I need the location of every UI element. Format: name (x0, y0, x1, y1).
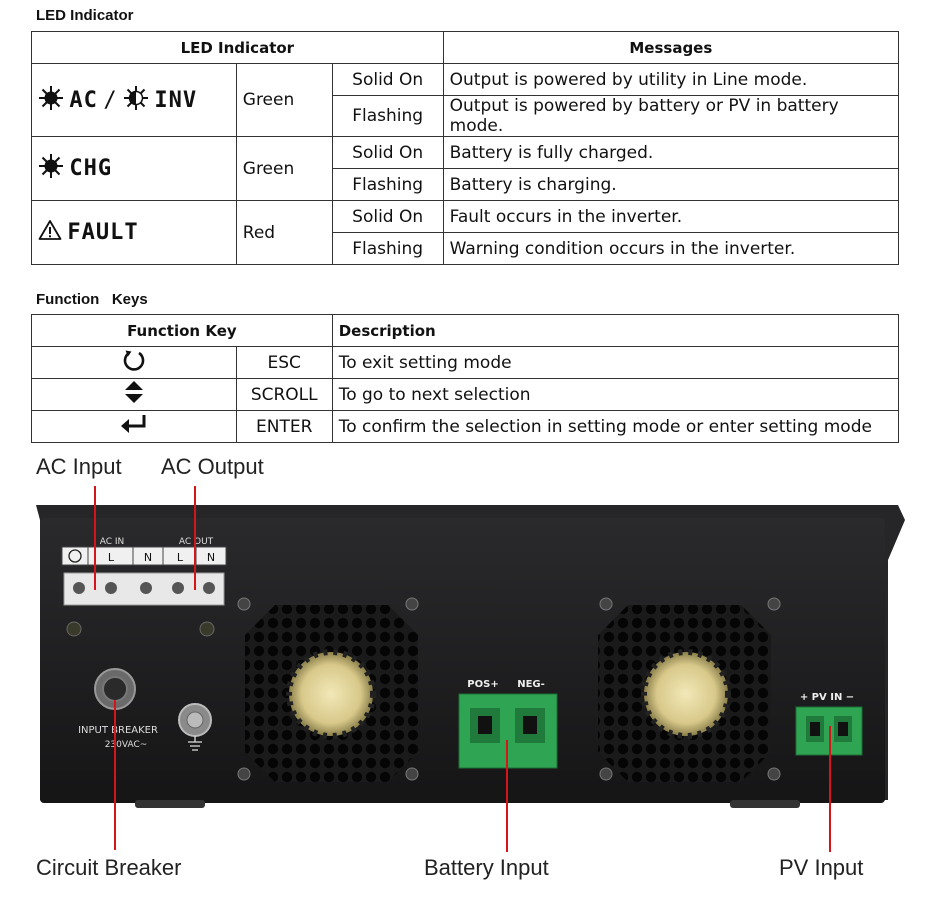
battery-terminal-block (458, 693, 558, 769)
warning-triangle-icon (38, 219, 62, 246)
callout-line (829, 726, 831, 852)
terminal-n-label: N (207, 551, 215, 564)
led-color: Green (235, 136, 333, 201)
screw (199, 621, 215, 637)
callout-line (114, 700, 116, 850)
screw (66, 621, 82, 637)
sun-icon (38, 153, 64, 184)
callout-line (506, 740, 508, 852)
led-message: Warning condition occurs in the inverter… (442, 232, 900, 265)
led-symbol-ac-inv: AC / INV (31, 63, 237, 137)
key-name: ENTER (235, 410, 333, 443)
led-message: Fault occurs in the inverter. (442, 200, 900, 233)
terminal-n-label: N (144, 551, 152, 564)
led-indicator-table: LED Indicator Messages AC / INV Green So… (31, 31, 900, 265)
cooling-fan (245, 605, 418, 782)
foot (135, 800, 205, 808)
sun-icon (38, 85, 64, 116)
key-desc: To confirm the selection in setting mode… (331, 410, 900, 443)
half-sun-icon (123, 85, 149, 116)
foot (730, 800, 800, 808)
led-state: Solid On (331, 200, 444, 233)
key-name: ESC (235, 346, 333, 379)
screw (237, 767, 251, 781)
pv-in-label: + PV IN − (800, 692, 854, 703)
breaker-label: INPUT BREAKER (78, 725, 158, 736)
cooling-fan (598, 605, 771, 782)
callout-pv-input: PV Input (779, 855, 864, 880)
function-keys-table: Function Key Description ESC To exit set… (31, 314, 900, 443)
led-col-messages: Messages (442, 31, 900, 64)
terminal-label-strip (61, 546, 227, 566)
scroll-icon (31, 378, 237, 411)
led-symbol-fault: FAULT (31, 200, 237, 265)
key-name: SCROLL (235, 378, 333, 411)
screw (767, 767, 781, 781)
key-desc: To go to next selection (331, 378, 900, 411)
led-section-title: LED Indicator (36, 7, 134, 24)
enter-icon (31, 410, 237, 443)
screw (599, 597, 613, 611)
breaker-rating-label: 230VAC~ (105, 740, 148, 750)
keys-section-title: Function Keys (36, 291, 148, 308)
ac-out-label: AC OUT (179, 537, 214, 547)
neg-label: NEG- (517, 679, 545, 690)
screw (599, 767, 613, 781)
terminal-l-label: L (108, 551, 115, 564)
led-color: Red (235, 200, 333, 265)
callout-ac-output: AC Output (161, 454, 264, 479)
led-state: Solid On (331, 136, 444, 169)
callout-circuit-breaker: Circuit Breaker (36, 855, 182, 880)
screw (405, 597, 419, 611)
led-col-indicator: LED Indicator (31, 31, 444, 64)
led-message: Output is powered by utility in Line mod… (442, 63, 900, 96)
screw (237, 597, 251, 611)
callout-ac-input: AC Input (36, 454, 122, 479)
ac-terminal-block (63, 572, 225, 606)
callout-battery-input: Battery Input (424, 855, 549, 880)
callout-line (194, 486, 196, 590)
keys-col-desc: Description (331, 314, 900, 347)
ground-icon (68, 549, 82, 563)
ground-bolt (178, 703, 212, 751)
callout-line (94, 486, 96, 590)
screw (767, 597, 781, 611)
ac-in-label: AC IN (100, 537, 125, 547)
keys-col-key: Function Key (31, 314, 333, 347)
pos-label: POS+ (467, 679, 498, 690)
led-state: Flashing (331, 95, 444, 137)
terminal-l-label: L (177, 551, 184, 564)
screw (405, 767, 419, 781)
